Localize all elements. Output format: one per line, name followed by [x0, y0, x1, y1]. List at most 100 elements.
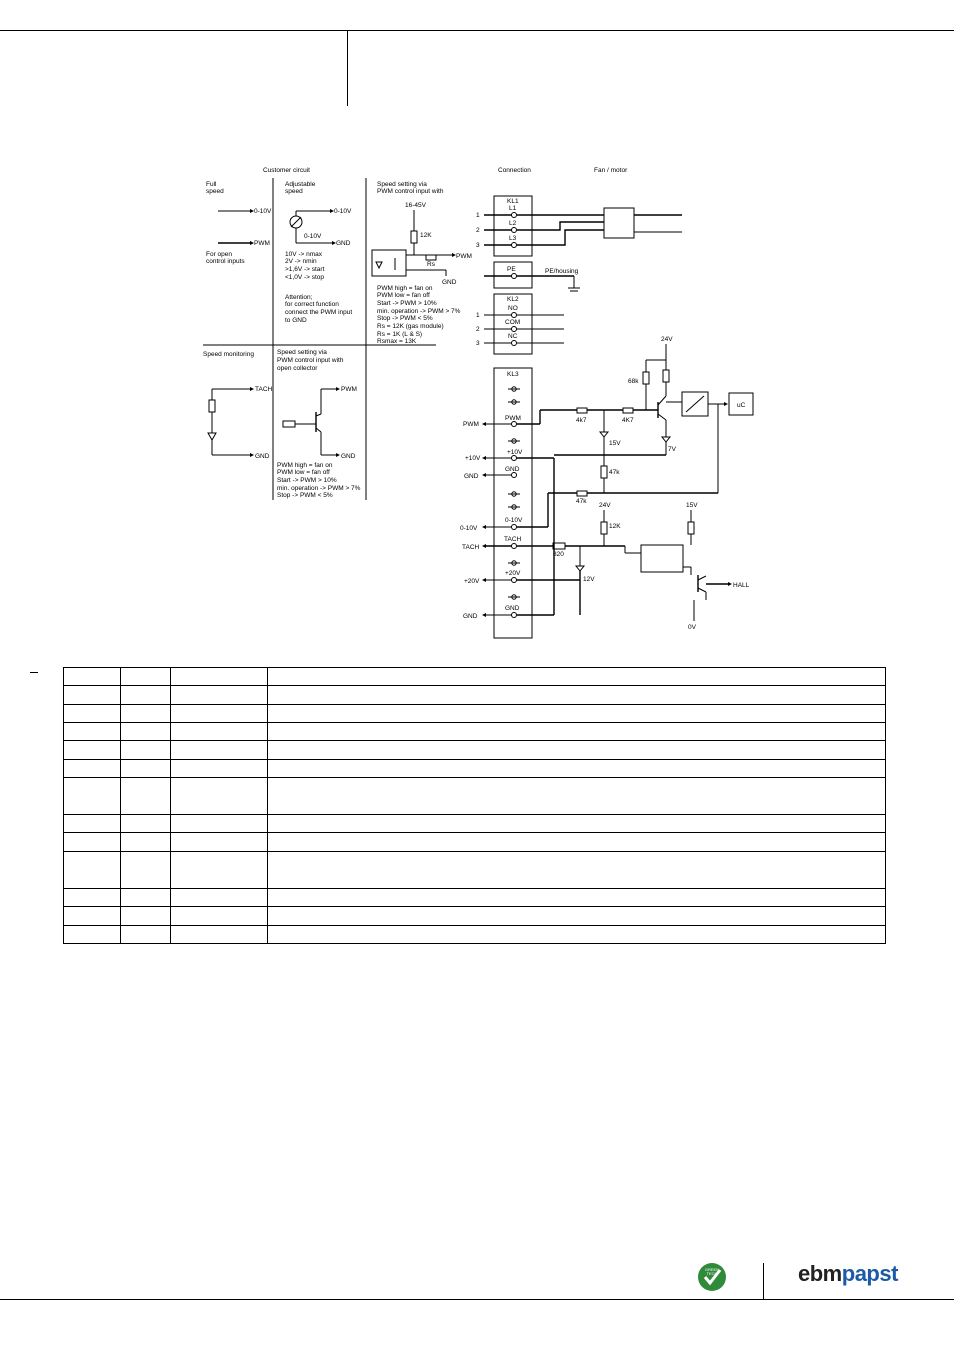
footer-rule [0, 1299, 954, 1300]
svg-text:Start -> PWM > 10%: Start -> PWM > 10% [377, 300, 437, 307]
svg-text:Adjustable: Adjustable [285, 181, 316, 188]
svg-text:PWM high = fan on: PWM high = fan on [277, 462, 333, 469]
svg-text:PWM: PWM [341, 386, 357, 393]
svg-text:KL1: KL1 [507, 198, 519, 205]
svg-text:Rs = 1K (L & S): Rs = 1K (L & S) [377, 331, 422, 338]
table-row [63, 906, 886, 926]
svg-text:PWM low = fan off: PWM low = fan off [277, 469, 330, 476]
svg-text:0-10V: 0-10V [304, 233, 322, 240]
svg-text:control inputs: control inputs [206, 258, 245, 265]
svg-text:Rs = 12K (gas module): Rs = 12K (gas module) [377, 323, 444, 330]
svg-text:uC: uC [737, 402, 746, 409]
svg-text:PWM: PWM [456, 253, 472, 260]
svg-text:KL2: KL2 [507, 296, 519, 303]
svg-text:GND: GND [464, 473, 479, 480]
svg-text:TACH: TACH [462, 544, 480, 551]
svg-text:Speed setting via: Speed setting via [277, 349, 327, 356]
green-tech-badge-icon: GREEN TECH [698, 1263, 726, 1291]
svg-text:>1,6V -> start: >1,6V -> start [285, 266, 325, 273]
svg-text:For open: For open [206, 251, 232, 258]
svg-text:820: 820 [553, 551, 564, 558]
svg-text:+10V: +10V [507, 449, 523, 456]
svg-text:PWM: PWM [505, 415, 521, 422]
pe-title: PE [507, 266, 516, 273]
svg-text:+10V: +10V [465, 455, 481, 462]
svg-text:PWM control input with: PWM control input with [377, 188, 444, 195]
kl2-terminal [484, 293, 564, 355]
open-collector-section: Speed setting via PWM control input with… [277, 349, 361, 499]
svg-text:16-45V: 16-45V [405, 202, 427, 209]
svg-text:speed: speed [285, 188, 303, 195]
full-speed-section: Full speed 0-10V PWM For open control in… [206, 181, 272, 265]
svg-text:Stop -> PWM < 5%: Stop -> PWM < 5% [377, 315, 433, 322]
svg-text:KL3: KL3 [507, 371, 519, 378]
svg-text:GND: GND [505, 466, 520, 473]
internal-circuit [517, 344, 754, 621]
svg-text:Start -> PWM > 10%: Start -> PWM > 10% [277, 477, 337, 484]
svg-text:12V: 12V [583, 576, 595, 583]
svg-text:2V -> nmin: 2V -> nmin [285, 258, 317, 265]
svg-text:15V: 15V [609, 440, 621, 447]
svg-text:GND: GND [255, 453, 270, 460]
svg-text:PWM: PWM [254, 240, 270, 247]
adjustable-speed-section: Adjustable speed 0-10V 0-10V GND 10V -> … [285, 181, 352, 324]
speed-monitoring-section: Speed monitoring TACH GND [203, 351, 273, 460]
svg-text:GND: GND [341, 453, 356, 460]
customer-grid [203, 178, 436, 500]
pe-label: PE/housing [545, 268, 579, 275]
internal-labels: 24V 68k 4k7 4K7 15V 7V 47k 47k 24V 12K 1… [553, 336, 750, 631]
kl1-terminal [484, 195, 682, 257]
pwm-setting-section: Speed setting via PWM control input with… [371, 181, 472, 345]
table-row [63, 925, 886, 944]
svg-text:<1,0V -> stop: <1,0V -> stop [285, 274, 324, 281]
svg-text:Full: Full [206, 181, 217, 188]
internal-arrows [724, 402, 732, 586]
table-row [63, 888, 886, 907]
svg-text:Speed setting via: Speed setting via [377, 181, 427, 188]
svg-text:+20V: +20V [505, 570, 521, 577]
pe-terminal [484, 261, 580, 292]
svg-text:0V: 0V [688, 624, 697, 631]
svg-text:0-10V: 0-10V [460, 525, 478, 532]
svg-text:+20V: +20V [464, 578, 480, 585]
spec-table-body [63, 667, 886, 944]
svg-text:Stop -> PWM < 5%: Stop -> PWM < 5% [277, 492, 333, 499]
svg-text:2: 2 [476, 227, 480, 234]
heading-fan-motor: Fan / motor [594, 167, 628, 174]
spec-table [63, 667, 886, 944]
svg-text:open collector: open collector [277, 365, 318, 372]
svg-text:to GND: to GND [285, 317, 307, 324]
svg-text:0-10V: 0-10V [254, 208, 272, 215]
table-marker [30, 672, 38, 673]
svg-text:L1: L1 [509, 205, 517, 212]
table-row [63, 740, 886, 760]
svg-text:12K: 12K [420, 232, 432, 239]
svg-text:HALL: HALL [733, 582, 750, 589]
table-row [63, 814, 886, 833]
svg-text:Rsmax = 13K: Rsmax = 13K [377, 338, 417, 345]
svg-text:for correct function: for correct function [285, 301, 339, 308]
svg-text:0-10V: 0-10V [505, 517, 523, 524]
svg-text:PWM: PWM [463, 421, 479, 428]
svg-text:7V: 7V [668, 446, 677, 453]
svg-text:NC: NC [508, 333, 518, 340]
table-row [63, 832, 886, 852]
svg-text:68k: 68k [628, 378, 639, 385]
header-divider [347, 30, 348, 106]
heading-customer-circuit: Customer circuit [263, 167, 310, 174]
kl1-labels: KL1 L1 L2 L3 1 2 3 [476, 198, 519, 249]
svg-text:2: 2 [476, 326, 480, 333]
svg-text:L2: L2 [509, 220, 517, 227]
svg-text:Attention;: Attention; [285, 294, 313, 301]
svg-text:12K: 12K [609, 523, 621, 530]
svg-text:min. operation -> PWM > 7%: min. operation -> PWM > 7% [277, 485, 361, 492]
footer-divider [763, 1263, 764, 1299]
kl3-labels: KL3 PWM +10V GND 0-10V TACH +20V GND PWM… [460, 371, 523, 620]
table-row [63, 685, 886, 705]
table-row [63, 722, 886, 741]
kl2-labels: KL2 NO COM NC 1 2 3 [476, 296, 520, 347]
svg-text:COM: COM [505, 319, 520, 326]
svg-text:47k: 47k [576, 498, 587, 505]
svg-text:4k7: 4k7 [576, 417, 587, 424]
logo-papst: papst [841, 1261, 899, 1286]
